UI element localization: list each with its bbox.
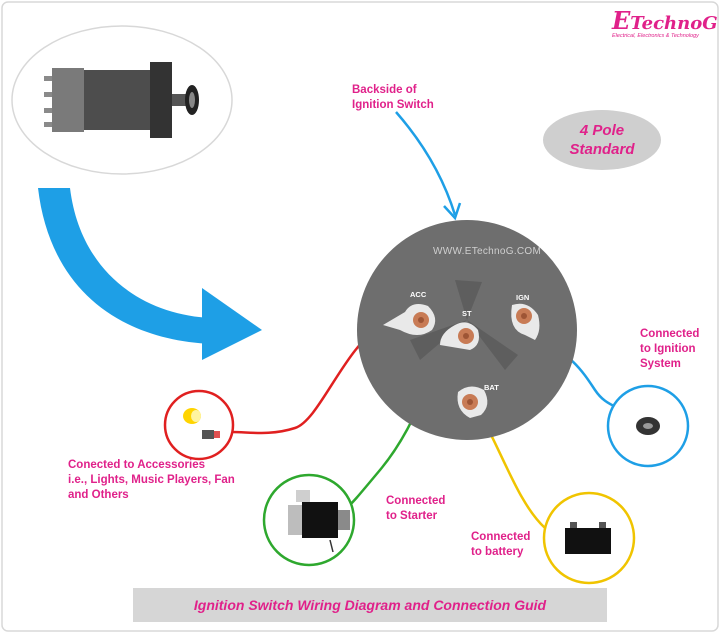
badge-line-2: Standard [569, 141, 635, 158]
badge-line-1: 4 Pole [579, 122, 625, 139]
accessories-label-line-3: and Others [68, 489, 129, 501]
accessories-label: Conected to Accessories i.e., Lights, Mu… [68, 458, 235, 503]
backside-label-line-2: Ignition Switch [352, 99, 434, 111]
accessories-label-line-2: i.e., Lights, Music Players, Fan [68, 474, 235, 486]
ignition-label-line-2: to Ignition [640, 343, 696, 355]
pole-standard-badge: 4 Pole Standard [543, 110, 661, 170]
ignition-label-line-3: System [640, 358, 681, 370]
starter-label: Connected to Starter [386, 494, 445, 524]
watermark: WWW.ETechnoG.COM [433, 246, 542, 257]
terminal-st-label: ST [462, 309, 472, 318]
terminal-acc [383, 304, 436, 335]
ignition-label-line-1: Connected [640, 328, 700, 340]
switch-side-view [11, 25, 233, 175]
diagram-title: Ignition Switch Wiring Diagram and Conne… [133, 588, 607, 622]
brand-name: TechnoG [630, 13, 718, 34]
accessories-label-line-1: Conected to Accessories [68, 459, 205, 471]
ignition-label: Connected to Ignition System [640, 327, 699, 372]
terminal-bat-label: BAT [484, 383, 499, 392]
terminal-bat [457, 386, 488, 418]
curved-arrow-icon [38, 188, 262, 360]
diagram-title-text: Ignition Switch Wiring Diagram and Conne… [193, 597, 547, 613]
terminal-acc-label: ACC [410, 290, 427, 299]
battery-label: Connected to battery [471, 530, 530, 560]
backside-label-line-1: Backside of [352, 84, 417, 96]
brand-logo: ETechnoG Electrical, Electronics & Techn… [612, 6, 718, 39]
terminal-ign [511, 303, 540, 340]
pointer-arrow [395, 111, 462, 221]
battery-label-line-1: Connected [471, 531, 531, 543]
terminal-st [440, 322, 479, 350]
ignition-coil-icon [606, 384, 690, 468]
battery-icon [542, 491, 636, 585]
backside-label: Backside of Ignition Switch [352, 83, 434, 113]
brand-tagline: Electrical, Electronics & Technology [612, 33, 699, 39]
terminal-ign-label: IGN [516, 293, 530, 302]
starter-label-line-2: to Starter [386, 510, 438, 522]
battery-label-line-2: to battery [471, 546, 524, 558]
acc-wire [231, 323, 384, 435]
starter-label-line-1: Connected [386, 495, 446, 507]
starter-motor-icon [262, 473, 356, 567]
accessories-icon [163, 389, 235, 461]
ignition-switch-face [357, 220, 577, 440]
brand-initial: E [612, 6, 631, 35]
